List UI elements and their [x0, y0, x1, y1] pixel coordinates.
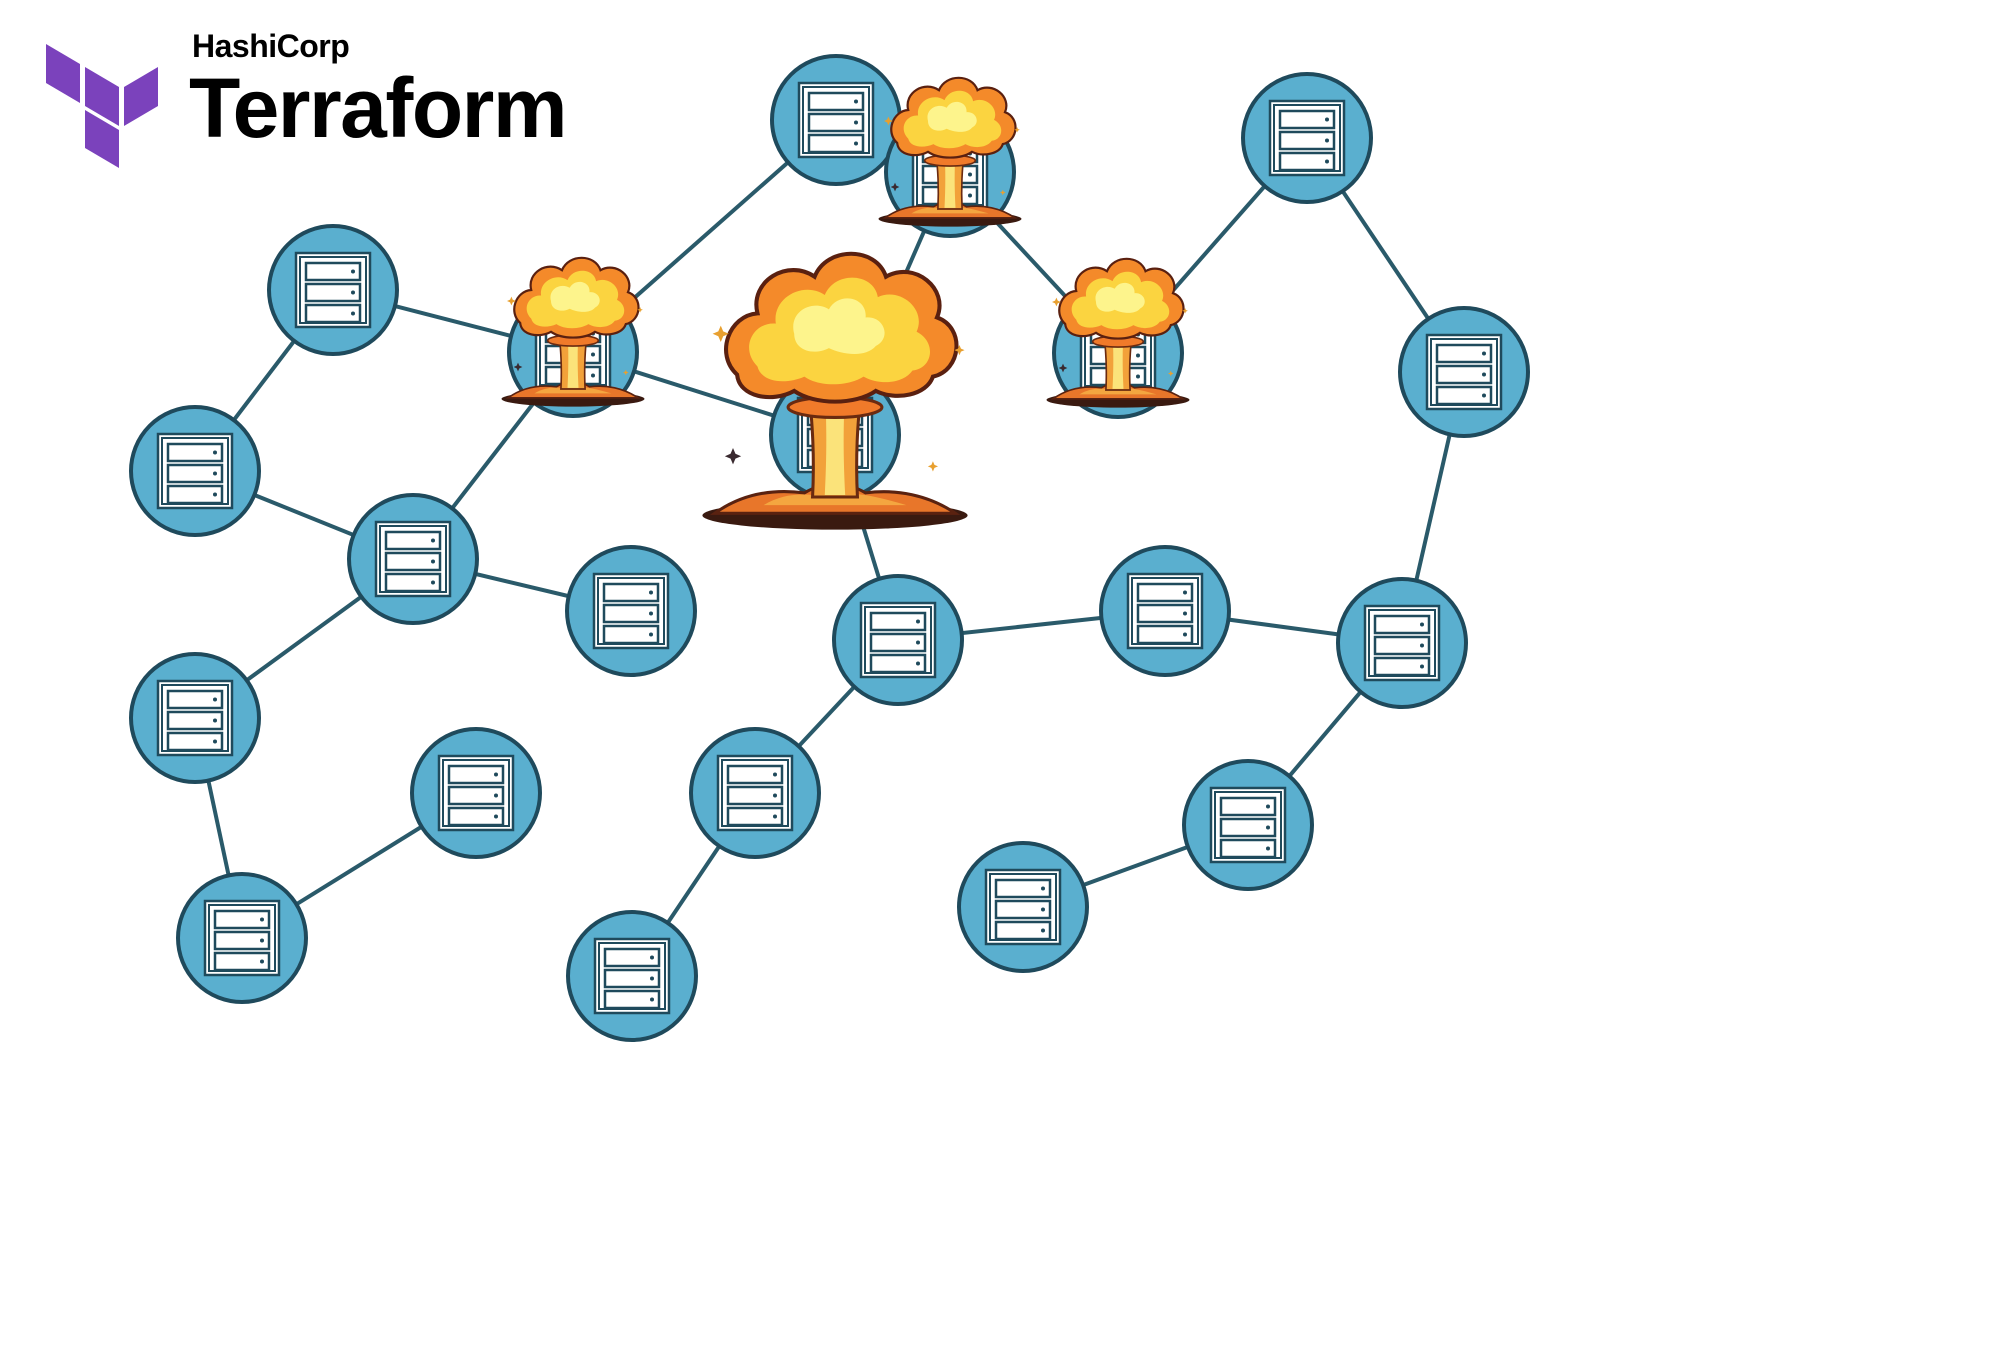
server-node-n14: [957, 841, 1089, 973]
server-node-n8: [410, 727, 542, 859]
server-node-n10: [770, 54, 902, 186]
server-node-n5: [347, 493, 479, 625]
server-node-n18: [1099, 545, 1231, 677]
server-node-n7: [176, 872, 308, 1004]
mushroom-cloud-icon: [1046, 257, 1190, 408]
server-rack-icon: [984, 868, 1062, 946]
product-name: Terraform: [189, 61, 568, 155]
server-rack-icon: [437, 754, 515, 832]
server-rack-icon: [797, 81, 875, 159]
server-node-n1: [267, 224, 399, 356]
explosions-layer: [501, 76, 1190, 530]
server-rack-icon: [859, 601, 937, 679]
mushroom-cloud-icon: [501, 256, 645, 407]
server-rack-icon: [156, 432, 234, 510]
server-rack-icon: [374, 520, 452, 598]
mushroom-cloud-icon: [702, 251, 968, 530]
server-rack-icon: [1209, 786, 1287, 864]
server-node-n3: [129, 652, 261, 784]
server-node-n15: [1182, 759, 1314, 891]
nodes-layer: [129, 54, 1530, 1042]
server-rack-icon: [593, 937, 671, 1015]
server-node-n9: [566, 910, 698, 1042]
server-rack-icon: [156, 679, 234, 757]
server-rack-icon: [1268, 99, 1346, 177]
server-node-n19: [832, 574, 964, 706]
server-rack-icon: [1425, 333, 1503, 411]
server-node-n2: [129, 405, 261, 537]
server-rack-icon: [592, 572, 670, 650]
server-rack-icon: [716, 754, 794, 832]
server-node-n6: [565, 545, 697, 677]
terraform-logo-icon: [46, 44, 158, 168]
server-rack-icon: [1126, 572, 1204, 650]
mushroom-cloud-icon: [878, 76, 1022, 227]
server-rack-icon: [1363, 604, 1441, 682]
server-node-n20: [1241, 72, 1373, 204]
server-rack-icon: [294, 251, 372, 329]
server-node-n17: [1336, 577, 1468, 709]
company-name: HashiCorp: [192, 28, 350, 64]
server-node-n13: [689, 727, 821, 859]
server-node-n21: [1398, 306, 1530, 438]
server-rack-icon: [203, 899, 281, 977]
terraform-logo: HashiCorp Terraform: [46, 28, 606, 168]
